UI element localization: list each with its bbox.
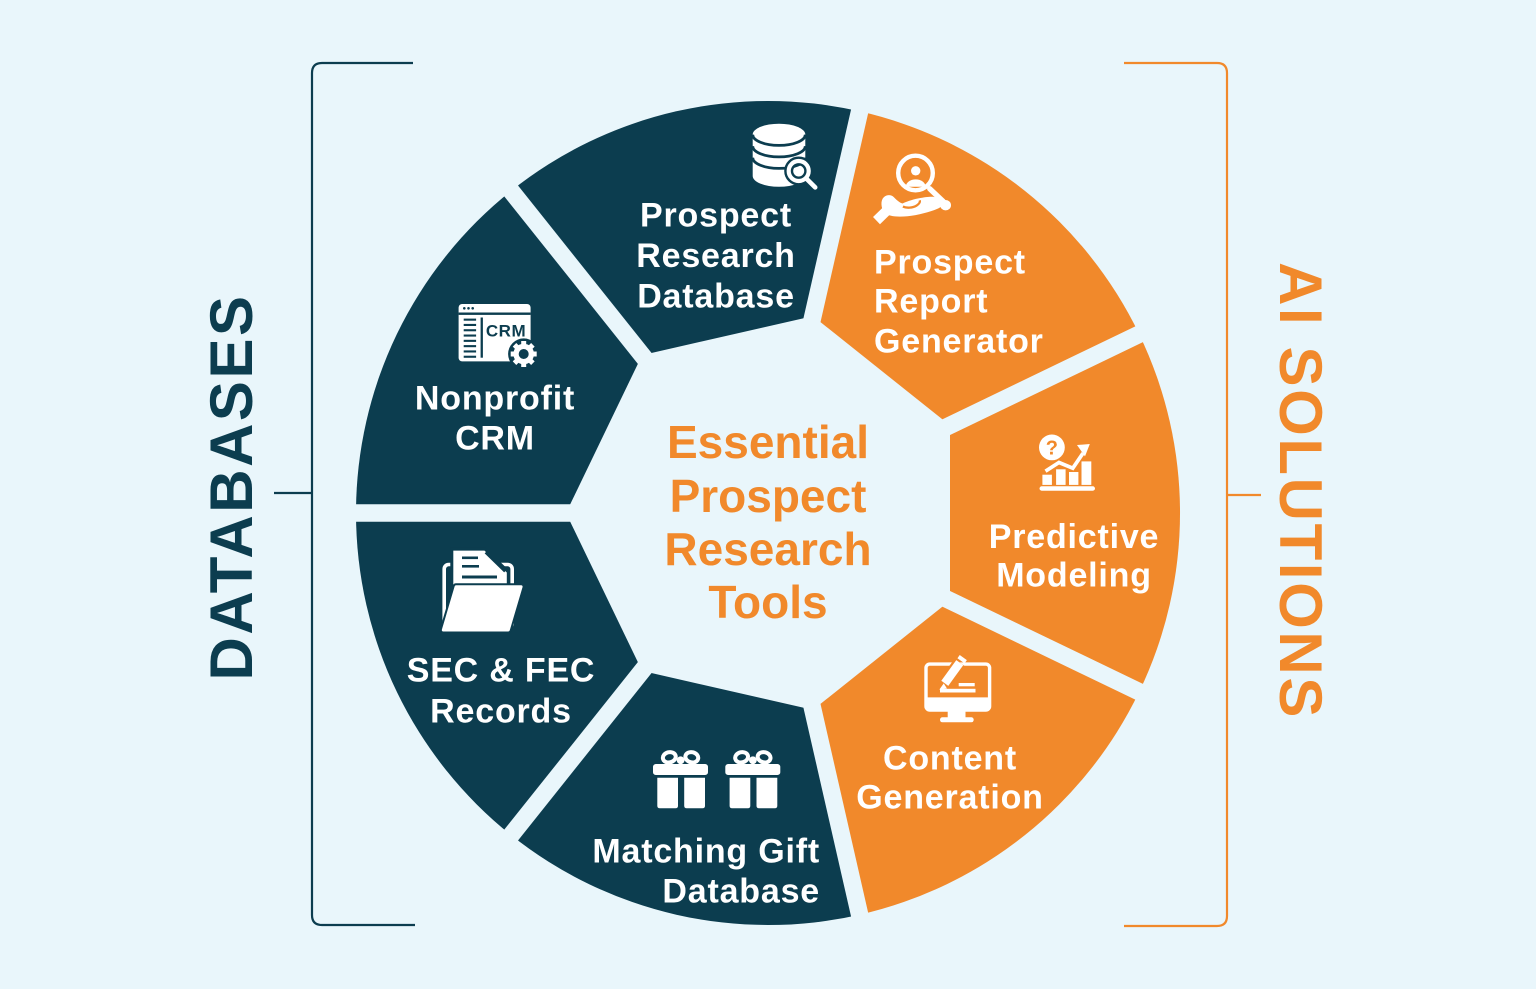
svg-text:CRM: CRM xyxy=(486,322,526,341)
svg-text:Research: Research xyxy=(664,523,871,575)
svg-text:?: ? xyxy=(1046,438,1058,460)
svg-text:Database: Database xyxy=(662,872,820,910)
svg-text:Matching Gift: Matching Gift xyxy=(592,832,820,870)
svg-text:AI SOLUTIONS: AI SOLUTIONS xyxy=(1267,262,1334,720)
svg-text:CRM: CRM xyxy=(455,419,535,457)
svg-text:Content: Content xyxy=(883,739,1017,777)
svg-text:Generator: Generator xyxy=(874,322,1044,360)
svg-text:Generation: Generation xyxy=(856,778,1043,816)
svg-text:Prospect: Prospect xyxy=(640,196,792,234)
svg-text:SEC & FEC: SEC & FEC xyxy=(407,651,596,689)
svg-text:Predictive: Predictive xyxy=(989,518,1160,556)
svg-text:Prospect: Prospect xyxy=(874,243,1026,281)
svg-text:Nonprofit: Nonprofit xyxy=(415,379,575,417)
svg-text:Records: Records xyxy=(430,692,572,730)
svg-text:Essential: Essential xyxy=(667,416,869,468)
svg-text:Modeling: Modeling xyxy=(996,556,1152,594)
svg-text:DATABASES: DATABASES xyxy=(198,294,265,681)
svg-text:Database: Database xyxy=(637,277,795,315)
svg-text:Prospect: Prospect xyxy=(670,470,867,522)
svg-text:Research: Research xyxy=(636,237,796,275)
svg-text:Tools: Tools xyxy=(708,576,827,628)
svg-text:Report: Report xyxy=(874,282,988,320)
